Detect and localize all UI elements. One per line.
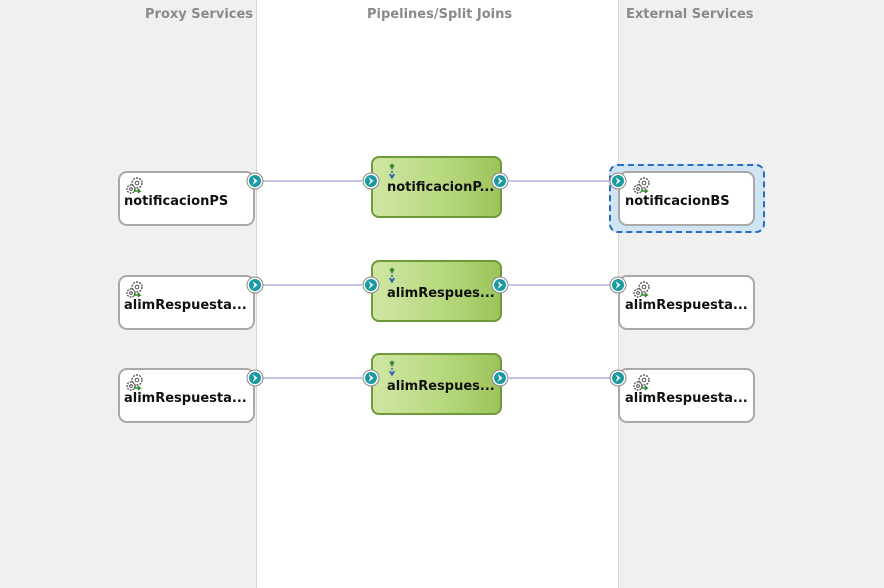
chevron-right-icon[interactable] [362, 276, 380, 294]
pipeline-icon [388, 360, 396, 377]
chevron-right-icon[interactable] [491, 369, 509, 387]
proxy-service-node[interactable]: notificacionPS [118, 171, 255, 226]
proxy-service-label: notificacionPS [124, 194, 229, 209]
chevron-right-icon[interactable] [246, 369, 264, 387]
proxy-service-node[interactable]: alimRespuesta... [118, 368, 255, 423]
business-service-label: alimRespuesta... [625, 298, 748, 313]
pipeline-node[interactable]: alimRespues... [371, 260, 502, 322]
business-service-label: alimRespuesta... [625, 391, 748, 406]
proxy-services-title: Proxy Services [145, 7, 254, 22]
chevron-right-icon[interactable] [246, 172, 264, 190]
proxy-service-label: alimRespuesta... [124, 391, 247, 406]
pipeline-label: alimRespues... [387, 379, 495, 394]
gear-icon [633, 281, 650, 298]
proxy-service-label: alimRespuesta... [124, 298, 247, 313]
external-services-title: External Services [626, 7, 754, 22]
chevron-right-icon[interactable] [609, 369, 627, 387]
gear-icon [126, 177, 143, 194]
gear-icon [126, 281, 143, 298]
gear-icon [633, 177, 650, 194]
gear-icon [633, 374, 650, 391]
pipeline-label: alimRespues... [387, 286, 495, 301]
chevron-right-icon[interactable] [491, 276, 509, 294]
pipeline-node[interactable]: alimRespues... [371, 353, 502, 415]
pipeline-label: notificacionP... [387, 180, 495, 195]
chevron-right-icon[interactable] [246, 276, 264, 294]
business-service-node[interactable]: alimRespuesta... [618, 275, 755, 330]
pipeline-icon [388, 163, 396, 180]
chevron-right-icon[interactable] [362, 172, 380, 190]
chevron-right-icon[interactable] [609, 276, 627, 294]
chevron-right-icon[interactable] [491, 172, 509, 190]
proxy-service-node[interactable]: alimRespuesta... [118, 275, 255, 330]
business-service-label: notificacionBS [625, 194, 730, 209]
chevron-right-icon[interactable] [362, 369, 380, 387]
business-service-node[interactable]: alimRespuesta... [618, 368, 755, 423]
pipelines-title: Pipelines/Split Joins [367, 7, 513, 22]
business-service-node[interactable]: notificacionBS [618, 171, 755, 226]
pipeline-node[interactable]: notificacionP... [371, 156, 502, 218]
pipeline-icon [388, 267, 396, 284]
gear-icon [126, 374, 143, 391]
chevron-right-icon[interactable] [609, 172, 627, 190]
